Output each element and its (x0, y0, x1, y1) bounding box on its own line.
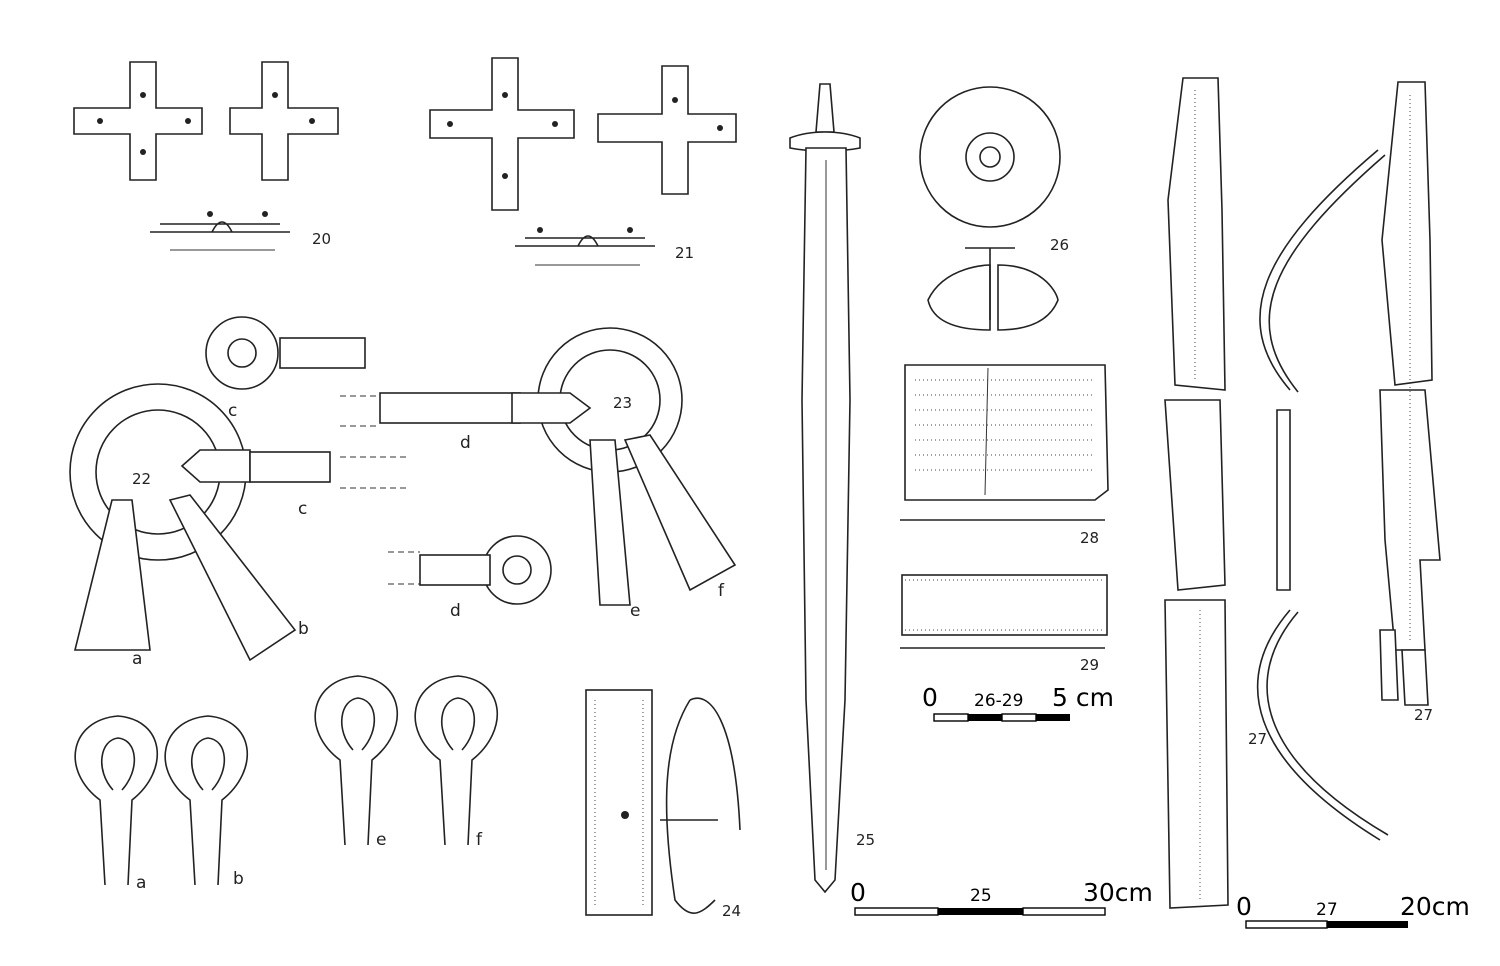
artifact-29: 29 (900, 574, 1108, 674)
artifact-22: 22 c a b (69, 383, 410, 669)
scale-bar-27: 0 27 20cm (1236, 892, 1470, 929)
scale-bar-26-29: 0 26-29 5 cm (922, 683, 1114, 722)
label-d-top: d (460, 433, 471, 453)
scale-27-max: 20cm (1400, 892, 1470, 921)
figure-number-20: 20 (312, 230, 331, 248)
scale-26-29-max: 5 cm (1052, 683, 1114, 712)
figure-number-23: 23 (613, 394, 632, 412)
scale-25-zero: 0 (850, 878, 866, 907)
label-f-23: f (718, 581, 725, 601)
artifact-24: 24 (585, 689, 741, 920)
figure-number-27b: 27 (1414, 706, 1433, 724)
scale-26-29-zero: 0 (922, 683, 938, 712)
label-d-bottom: d (450, 601, 461, 621)
scale-27-zero: 0 (1236, 892, 1252, 921)
figure-number-27a: 27 (1248, 730, 1267, 748)
label-c-mid: c (298, 499, 307, 519)
artifact-c-top: c (205, 316, 366, 421)
scale-25-label: 25 (970, 886, 992, 906)
label-f-bottom: f (476, 830, 483, 850)
scale-bar-25: 0 25 30cm (850, 878, 1153, 916)
artifact-loops: a b e f (74, 675, 499, 893)
figure-number-24: 24 (722, 902, 741, 920)
scale-26-29-label: 26-29 (974, 691, 1023, 711)
label-c-top: c (228, 401, 237, 421)
figure-number-21: 21 (675, 244, 694, 262)
artifact-26: 26 (919, 86, 1069, 331)
figure-number-22: 22 (132, 470, 151, 488)
figure-number-29: 29 (1080, 656, 1099, 674)
label-b-22: b (298, 619, 309, 639)
label-e-bottom: e (376, 830, 386, 850)
artifact-23: 23 d d e f (340, 327, 737, 621)
label-a-22: a (132, 649, 142, 669)
artifact-28: 28 (900, 364, 1109, 547)
scale-25-max: 30cm (1083, 878, 1153, 907)
artifact-27-right: 27 (1379, 81, 1441, 724)
artifact-20: 20 (73, 61, 339, 251)
label-e-23: e (630, 601, 640, 621)
figure-number-28: 28 (1080, 529, 1099, 547)
artifact-25: 25 (789, 83, 875, 894)
figure-number-25: 25 (856, 831, 875, 849)
label-b-bottom: b (233, 869, 244, 889)
artifact-21: 21 (429, 57, 737, 266)
scale-27-label: 27 (1316, 900, 1338, 920)
figure-number-26: 26 (1050, 236, 1069, 254)
artifact-27-left: 27 (1164, 77, 1389, 909)
label-a-bottom: a (136, 873, 146, 893)
